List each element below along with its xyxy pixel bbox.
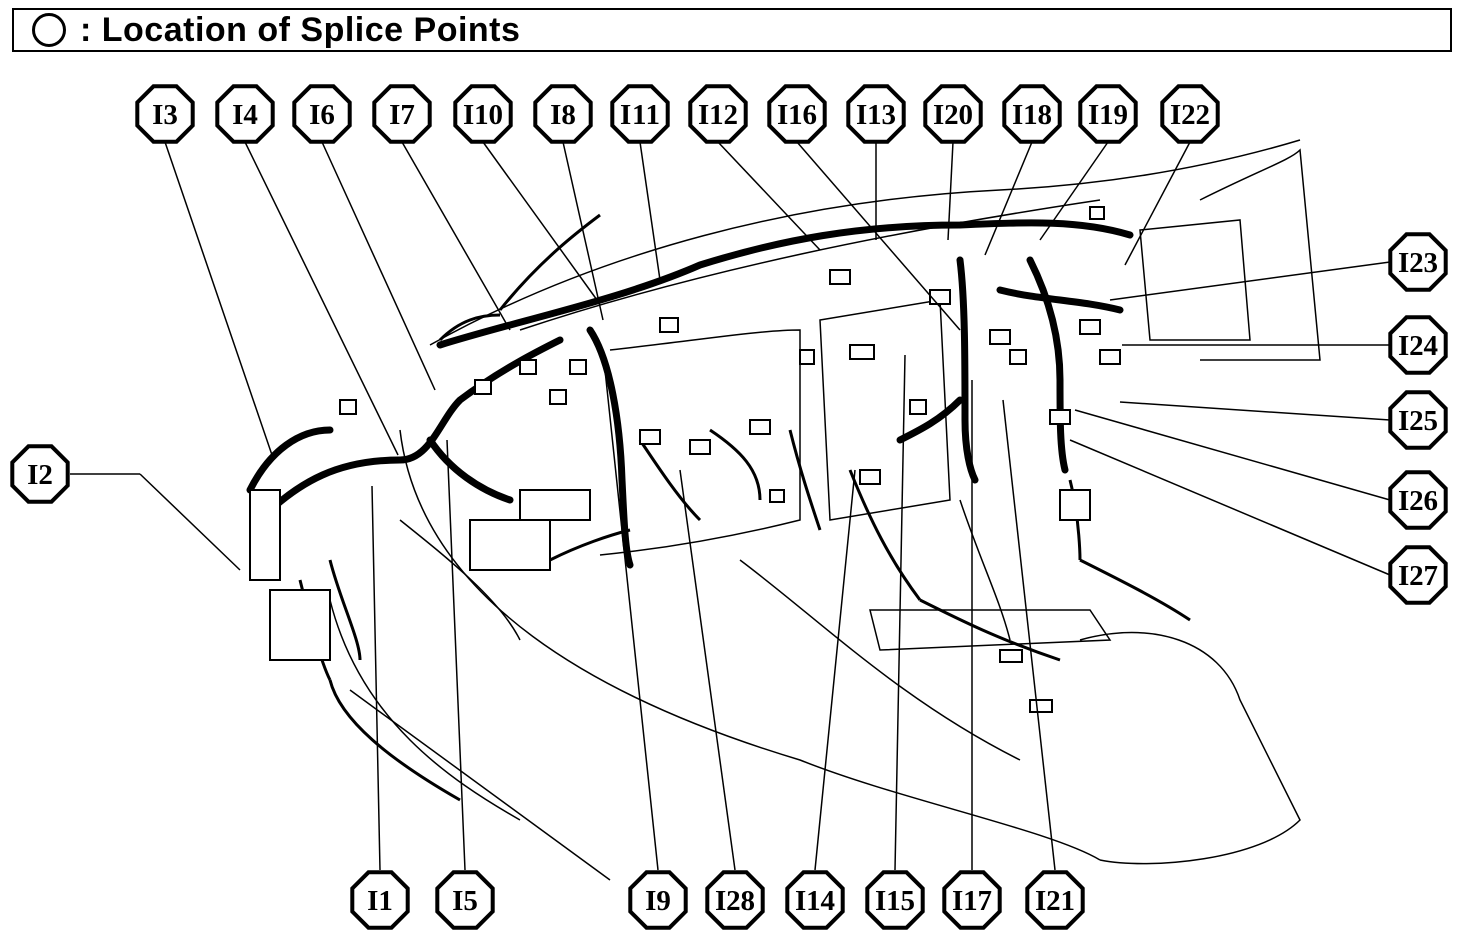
octagon-icon [10,444,70,504]
splice-point-label: I23 [1398,247,1438,279]
wire-harness [246,219,1134,569]
splice-point-i18: I18 [1002,84,1062,144]
octagon-icon [1160,84,1220,144]
octagon-icon [135,84,195,144]
octagon-icon [292,84,352,144]
octagon-icon [1388,232,1448,292]
splice-point-label: I17 [952,885,992,917]
octagon-icon [1388,470,1448,530]
octagon-icon [435,870,495,930]
splice-point-i23: I23 [1388,232,1448,292]
splice-point-label: I2 [27,459,53,491]
octagon-icon [610,84,670,144]
splice-point-label: I27 [1398,560,1438,592]
octagon-icon [1388,545,1448,605]
diagram-title: : Location of Splice Points [80,10,521,49]
splice-point-i28: I28 [705,870,765,930]
splice-point-label: I16 [777,99,817,131]
splice-point-i11: I11 [610,84,670,144]
splice-point-i26: I26 [1388,470,1448,530]
splice-point-i24: I24 [1388,315,1448,375]
splice-point-label: I10 [463,99,503,131]
splice-point-i13: I13 [846,84,906,144]
splice-point-label: I9 [645,885,671,917]
octagon-icon [372,84,432,144]
octagon-icon [923,84,983,144]
splice-point-i21: I21 [1025,870,1085,930]
splice-point-i3: I3 [135,84,195,144]
splice-labels: I3 I4 I6 I7 I10 I8 I11 I12 I16 I13 I20 I18 I19 I22I23… [10,84,1448,930]
splice-point-label: I4 [232,99,258,131]
splice-point-i27: I27 [1388,545,1448,605]
octagon-icon [628,870,688,930]
splice-point-label: I3 [152,99,178,131]
splice-point-label: I5 [452,885,478,917]
octagon-icon [350,870,410,930]
octagon-icon [688,84,748,144]
splice-point-i17: I17 [942,870,1002,930]
splice-point-label: I14 [795,885,835,917]
splice-point-label: I26 [1398,485,1438,517]
splice-point-i10: I10 [453,84,513,144]
splice-point-label: I8 [550,99,576,131]
octagon-icon [215,84,275,144]
octagon-icon [1078,84,1138,144]
splice-point-i2: I2 [10,444,70,504]
splice-point-i15: I15 [865,870,925,930]
splice-point-i7: I7 [372,84,432,144]
connectors [249,206,1121,713]
octagon-icon [1388,390,1448,450]
octagon-icon [865,870,925,930]
splice-point-i19: I19 [1078,84,1138,144]
dashboard-outline [329,139,1321,865]
splice-point-label: I15 [875,885,915,917]
splice-point-label: I12 [698,99,738,131]
splice-point-i14: I14 [785,870,845,930]
splice-point-i5: I5 [435,870,495,930]
splice-point-i1: I1 [350,870,410,930]
splice-point-label: I22 [1170,99,1210,131]
splice-point-label: I19 [1088,99,1128,131]
splice-point-label: I21 [1035,885,1075,917]
octagon-icon [785,870,845,930]
splice-point-i20: I20 [923,84,983,144]
diagram-header: : Location of Splice Points [12,8,1452,52]
octagon-icon [453,84,513,144]
splice-point-label: I25 [1398,405,1438,437]
splice-point-i25: I25 [1388,390,1448,450]
splice-point-label: I6 [309,99,335,131]
octagon-icon [767,84,827,144]
octagon-icon [1388,315,1448,375]
splice-point-label: I20 [933,99,973,131]
splice-point-label: I24 [1398,330,1438,362]
octagon-icon [1025,870,1085,930]
splice-point-label: I1 [367,885,393,917]
splice-point-i6: I6 [292,84,352,144]
octagon-icon [533,84,593,144]
splice-point-i12: I12 [688,84,748,144]
splice-point-i16: I16 [767,84,827,144]
splice-point-i4: I4 [215,84,275,144]
splice-point-label: I13 [856,99,896,131]
splice-point-i8: I8 [533,84,593,144]
circle-icon [32,13,66,47]
splice-point-label: I11 [620,99,660,131]
splice-point-label: I18 [1012,99,1052,131]
splice-point-i22: I22 [1160,84,1220,144]
octagon-icon [705,870,765,930]
octagon-icon [942,870,1002,930]
octagon-icon [1002,84,1062,144]
splice-point-i9: I9 [628,870,688,930]
octagon-icon [846,84,906,144]
splice-point-label: I7 [389,99,415,131]
splice-point-label: I28 [715,885,755,917]
leader-lines [70,141,1391,881]
